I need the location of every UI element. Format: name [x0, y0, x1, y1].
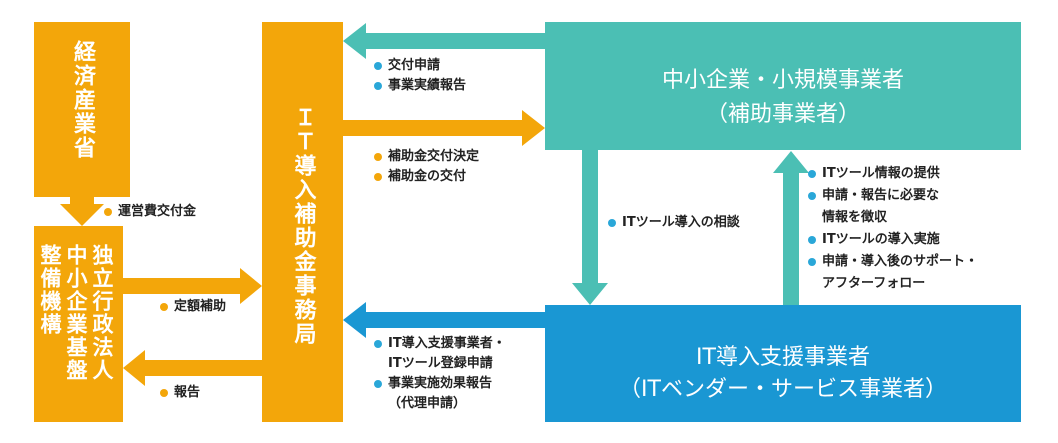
ann-item: 報告	[160, 383, 200, 403]
vendor-subtitle: （ITベンダー・サービス事業者）	[619, 377, 947, 402]
ann-vendor-to-office: IT導入支援事業者・ ITツール登録申請 事業実施効果報告 （代理申請）	[374, 334, 506, 414]
vendor-title: IT導入支援事業者	[696, 345, 870, 370]
ann-office-to-smrj: 報告	[160, 383, 200, 403]
ann-smrj-to-office: 定額補助	[160, 297, 226, 317]
arrow-smrj-to-office	[123, 268, 262, 304]
smrj-box: 独立行政法人 中小企業基盤 整備機構	[34, 226, 123, 422]
ann-item: 定額補助	[160, 297, 226, 317]
ann-item-cont: 情報を徴収	[822, 210, 888, 225]
meti-box: 経済産業省	[34, 22, 130, 197]
sme-subtitle: （補助事業者）	[705, 102, 860, 127]
it-vendor-box: IT導入支援事業者 （ITベンダー・サービス事業者）	[545, 305, 1021, 422]
arrow-meti-to-smrj	[60, 197, 104, 226]
ann-vendor-to-sme: ITツール情報の提供 申請・報告に必要な 情報を徴収 ITツールの導入実施 申請…	[808, 163, 978, 295]
ann-office-to-sme: 補助金交付決定 補助金の交付	[374, 147, 479, 187]
ann-item: 事業実績報告	[374, 76, 466, 96]
ann-item: 運営費交付金	[104, 202, 196, 222]
ann-item: 申請・報告に必要な	[808, 185, 978, 207]
ann-item: 申請・導入後のサポート・	[808, 251, 978, 273]
arrow-office-to-smrj	[123, 350, 262, 386]
ann-item-cont: アフターフォロー	[822, 276, 926, 291]
arrow-office-to-sme	[343, 110, 545, 146]
ann-item: ITツールの導入実施	[808, 229, 978, 251]
ann-item: 補助金の交付	[374, 167, 479, 187]
ann-item: ITツール情報の提供	[808, 163, 978, 185]
ann-sme-to-office: 交付申請 事業実績報告	[374, 56, 466, 96]
arrow-vendor-to-sme	[773, 151, 809, 305]
sme-box: 中小企業・小規模事業者 （補助事業者）	[545, 22, 1021, 150]
ann-item: 補助金交付決定	[374, 147, 479, 167]
ann-meti-to-smrj: 運営費交付金	[104, 202, 196, 222]
it-office-box: ＩＴ導入補助金事務局	[262, 22, 343, 422]
sme-title: 中小企業・小規模事業者	[661, 68, 904, 93]
meti-label: 経済産業省	[70, 40, 95, 160]
ann-item-cont: （代理申請）	[388, 396, 467, 411]
arrow-sme-to-office	[343, 23, 545, 59]
ann-sme-to-vendor: ITツール導入の相談	[608, 213, 740, 233]
arrow-vendor-to-office	[343, 302, 545, 338]
smrj-label: 独立行政法人 中小企業基盤 整備機構	[38, 244, 114, 382]
ann-item-cont: ITツール登録申請	[388, 356, 493, 371]
ann-item: ITツール導入の相談	[608, 213, 740, 233]
ann-item: IT導入支援事業者・	[374, 334, 506, 354]
arrow-sme-to-vendor	[572, 150, 608, 305]
it-office-label: ＩＴ導入補助金事務局	[290, 106, 316, 346]
ann-item: 事業実施効果報告	[374, 374, 506, 394]
ann-item: 交付申請	[374, 56, 466, 76]
